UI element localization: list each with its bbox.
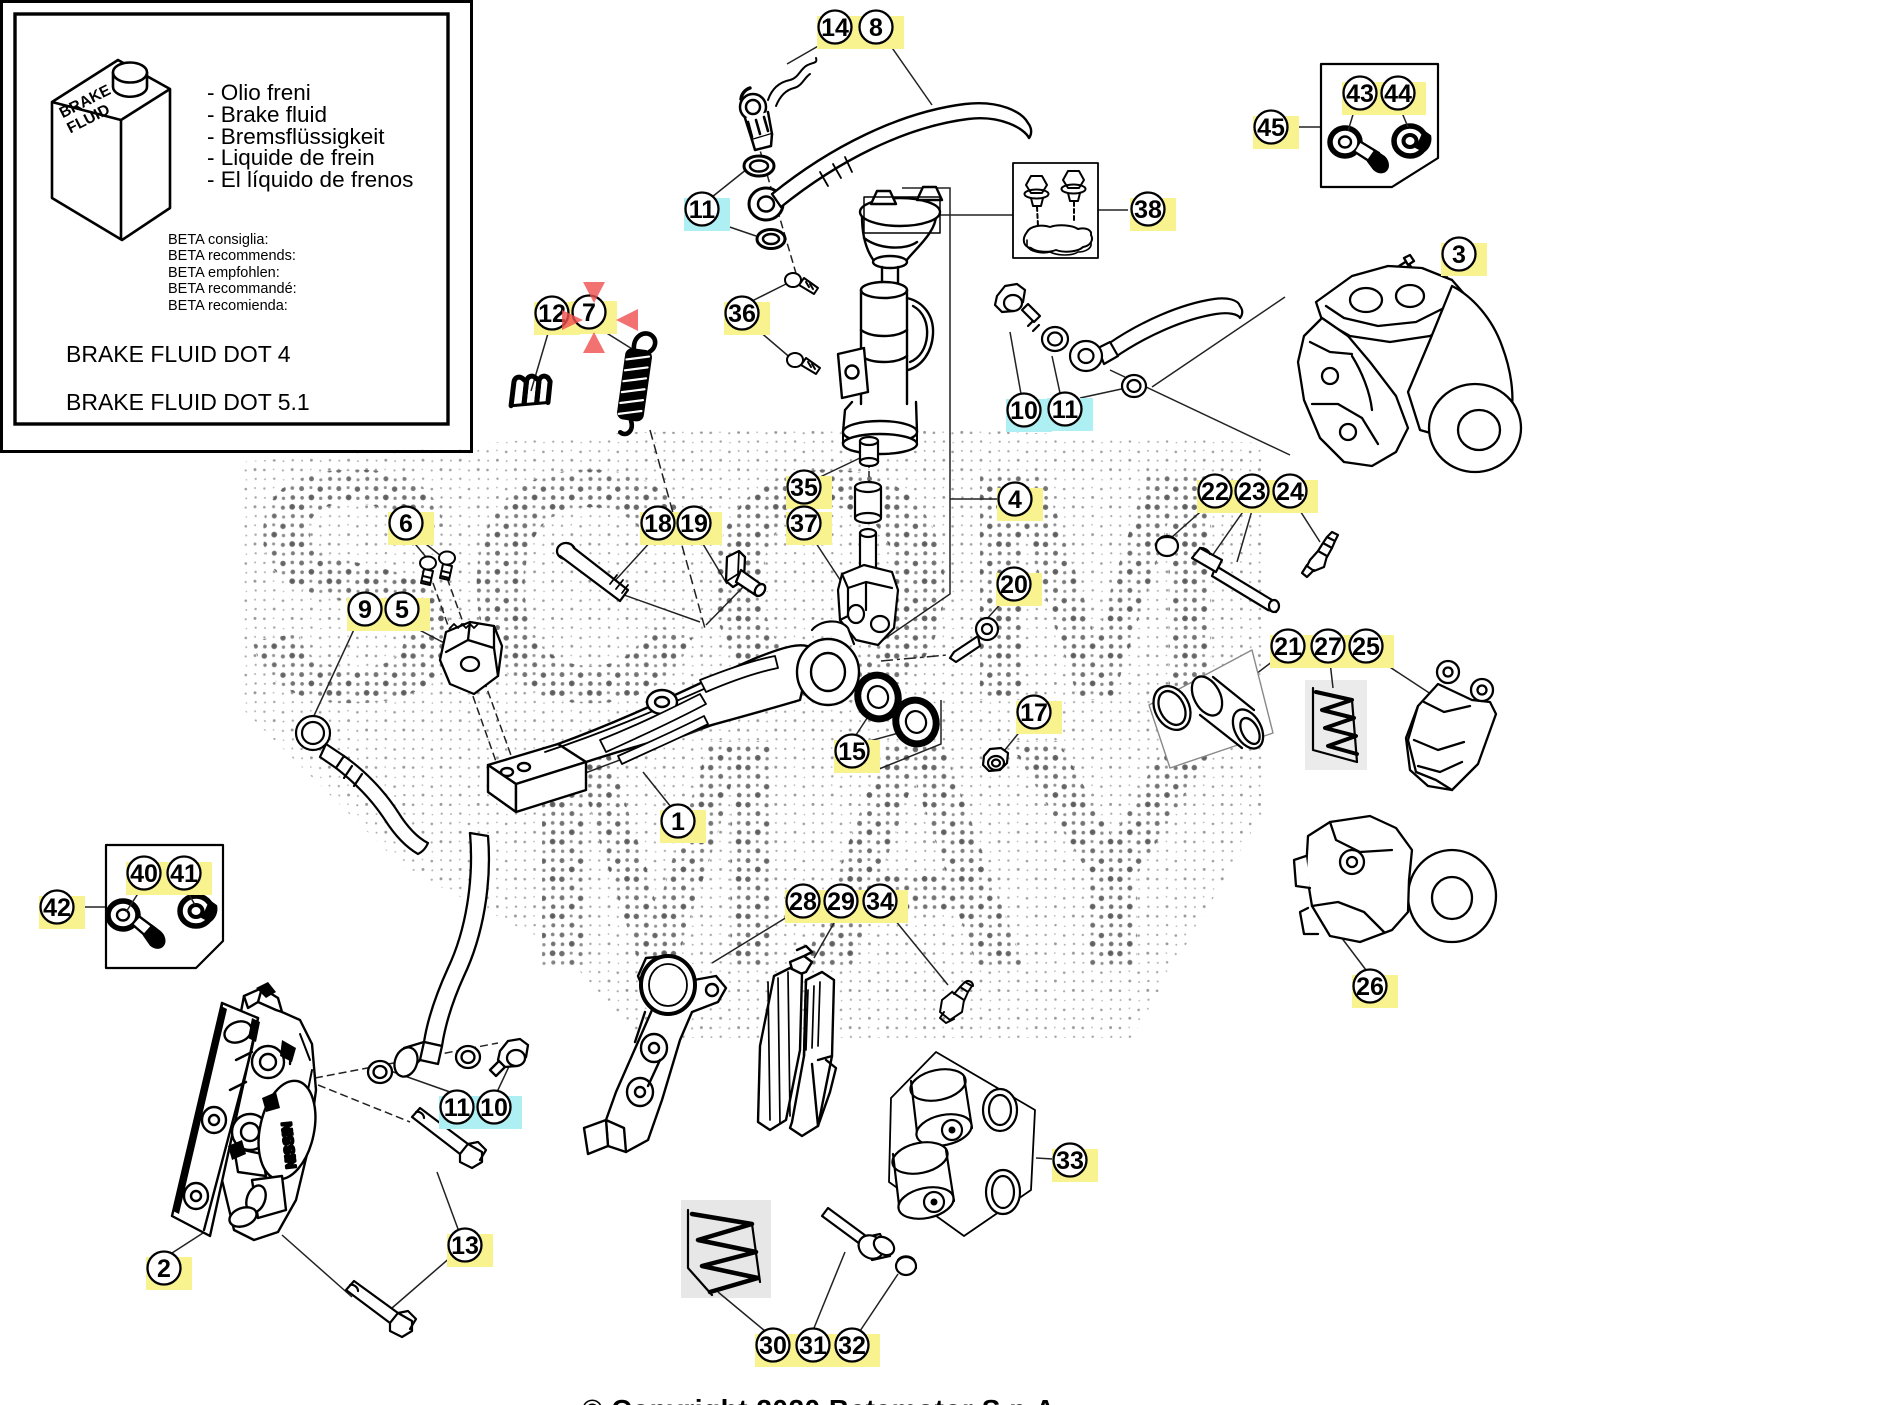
- svg-text:15: 15: [838, 738, 866, 766]
- svg-text:31: 31: [799, 1332, 827, 1360]
- svg-text:18: 18: [644, 510, 672, 538]
- svg-text:7: 7: [582, 299, 596, 327]
- svg-text:36: 36: [728, 300, 756, 328]
- svg-text:13: 13: [451, 1232, 479, 1260]
- svg-text:24: 24: [1276, 478, 1304, 506]
- svg-text:23: 23: [1238, 478, 1266, 506]
- svg-text:14: 14: [821, 14, 849, 42]
- svg-text:34: 34: [866, 888, 894, 916]
- svg-text:25: 25: [1352, 633, 1380, 661]
- svg-text:38: 38: [1134, 196, 1162, 224]
- svg-text:17: 17: [1020, 699, 1048, 727]
- svg-text:40: 40: [130, 860, 158, 888]
- svg-text:27: 27: [1314, 633, 1342, 661]
- svg-text:10: 10: [1010, 397, 1038, 425]
- svg-text:43: 43: [1346, 80, 1374, 108]
- svg-text:30: 30: [759, 1332, 787, 1360]
- svg-text:NISSIN: NISSIN: [278, 1121, 299, 1169]
- svg-text:28: 28: [789, 888, 817, 916]
- svg-text:10: 10: [480, 1094, 508, 1122]
- svg-text:1: 1: [671, 808, 685, 836]
- svg-text:BETA empfohlen:: BETA empfohlen:: [168, 265, 280, 281]
- svg-text:- Bremsflüssigkeit: - Bremsflüssigkeit: [207, 124, 385, 149]
- svg-text:8: 8: [869, 14, 883, 42]
- svg-text:20: 20: [1000, 571, 1028, 599]
- svg-text:42: 42: [43, 894, 71, 922]
- svg-text:6: 6: [399, 510, 413, 538]
- svg-text:BETA recommends:: BETA recommends:: [168, 248, 296, 264]
- svg-text:BRAKE FLUID DOT 4: BRAKE FLUID DOT 4: [66, 341, 291, 367]
- svg-text:BETA consiglia:: BETA consiglia:: [168, 232, 268, 248]
- svg-text:11: 11: [1052, 396, 1079, 424]
- svg-text:9: 9: [358, 596, 372, 624]
- svg-text:4: 4: [1008, 486, 1022, 514]
- svg-text:2: 2: [157, 1255, 171, 1283]
- svg-text:11: 11: [689, 196, 716, 224]
- svg-text:41: 41: [170, 860, 198, 888]
- svg-text:37: 37: [790, 510, 818, 538]
- svg-text:- El líquido de frenos: - El líquido de frenos: [207, 167, 413, 192]
- svg-text:45: 45: [1257, 114, 1285, 142]
- svg-text:BRAKE FLUID DOT 5.1: BRAKE FLUID DOT 5.1: [66, 389, 310, 415]
- svg-text:22: 22: [1201, 478, 1229, 506]
- svg-text:11: 11: [444, 1094, 471, 1122]
- svg-text:12: 12: [538, 300, 566, 328]
- svg-text:29: 29: [827, 888, 855, 916]
- svg-text:35: 35: [790, 474, 818, 502]
- svg-text:44: 44: [1384, 80, 1412, 108]
- svg-text:32: 32: [838, 1332, 866, 1360]
- svg-text:BETA recomienda:: BETA recomienda:: [168, 298, 288, 314]
- svg-text:3: 3: [1452, 241, 1466, 269]
- svg-text:- Brake fluid: - Brake fluid: [207, 102, 327, 127]
- svg-text:- Liquide de frein: - Liquide de frein: [207, 145, 375, 170]
- svg-text:5: 5: [395, 596, 409, 624]
- svg-text:33: 33: [1056, 1147, 1084, 1175]
- svg-text:19: 19: [680, 510, 708, 538]
- svg-text:- Olio freni: - Olio freni: [207, 80, 311, 105]
- svg-text:26: 26: [1356, 973, 1384, 1001]
- svg-text:21: 21: [1274, 633, 1302, 661]
- svg-text:BETA recommandé:: BETA recommandé:: [168, 281, 297, 297]
- svg-text:© Copyright 2020 Betamotor S.p: © Copyright 2020 Betamotor S.p.A.: [582, 1394, 1064, 1405]
